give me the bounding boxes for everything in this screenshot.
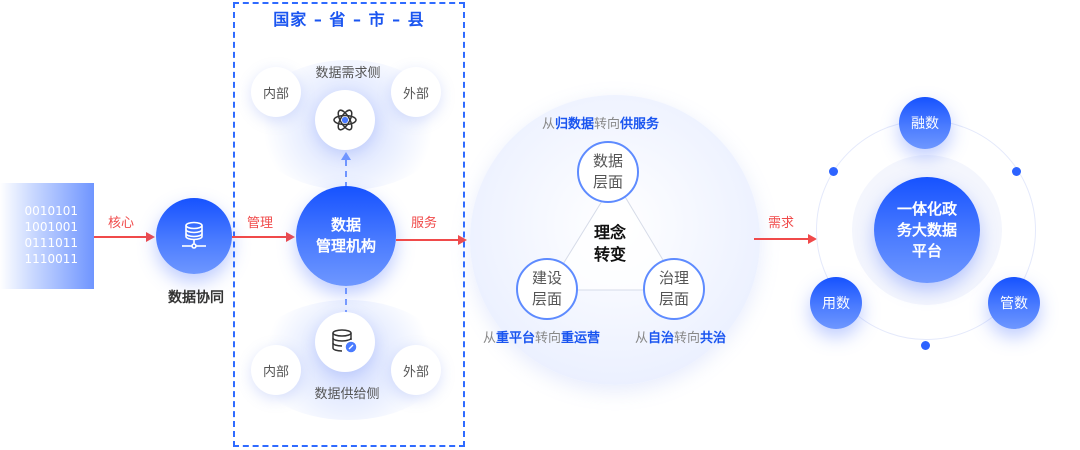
node-line2: 层面 xyxy=(531,290,562,308)
satellite-use: 用数 xyxy=(810,277,862,329)
management-line2: 管理机构 xyxy=(315,237,376,255)
binary-line: 1110011 xyxy=(24,252,78,266)
governance-level-node: 治理 层面 xyxy=(643,258,705,320)
arrow-service-head xyxy=(458,235,467,245)
node-line2: 层面 xyxy=(592,173,623,191)
concept-center-label: 理念 转变 xyxy=(580,222,640,266)
caption-text: 转向 xyxy=(594,117,621,132)
caption-highlight: 重平台 xyxy=(496,331,536,346)
concept-triangle xyxy=(546,179,682,291)
node-line1: 建设 xyxy=(531,269,562,287)
management-line1: 数据 xyxy=(330,216,361,234)
platform-line1: 一体化政 xyxy=(896,199,957,218)
arrow-core-line xyxy=(94,236,146,238)
data-management-node: 数据 管理机构 xyxy=(296,186,396,286)
arrow-manage-head xyxy=(286,232,295,242)
node-line1: 数据 xyxy=(592,152,623,170)
caption-highlight: 自治 xyxy=(648,331,675,346)
database-network-icon xyxy=(182,221,206,249)
supply-side-label: 数据供给侧 xyxy=(314,387,380,402)
demand-outer-node: 外部 xyxy=(391,67,441,117)
caption-highlight: 重运营 xyxy=(561,331,601,346)
arrow-manage-line xyxy=(232,236,286,238)
database-sync-icon xyxy=(332,329,358,354)
satellite-label: 融数 xyxy=(911,116,939,132)
orbit-dot xyxy=(829,167,838,176)
data-collaboration-label: 数据协同 xyxy=(168,290,224,306)
demand-outer-label: 外部 xyxy=(402,86,429,102)
platform-line3: 平台 xyxy=(911,241,942,260)
atom-icon xyxy=(333,109,357,131)
orbit-dot xyxy=(921,341,930,350)
supply-inner-label: 内部 xyxy=(262,364,289,380)
demand-side-label: 数据需求侧 xyxy=(315,66,381,81)
platform-line2: 务大数据 xyxy=(896,220,957,239)
construction-level-node: 建设 层面 xyxy=(516,258,578,320)
demand-inner-label: 内部 xyxy=(262,86,289,102)
binary-data-block: 0010101 1001001 0111011 1110011 xyxy=(0,183,94,289)
arrow-core-head xyxy=(146,232,155,242)
platform-center-node: 一体化政 务大数据 平台 xyxy=(874,177,980,283)
supply-inner-node: 内部 xyxy=(251,345,301,395)
satellite-manage: 管数 xyxy=(988,277,1040,329)
caption-text: 从 xyxy=(483,331,497,346)
top-caption: 从归数据转向供服务 xyxy=(542,113,659,132)
caption-highlight: 归数据 xyxy=(555,117,595,132)
node-line2: 层面 xyxy=(658,290,689,308)
orbit-dot xyxy=(1012,167,1021,176)
admin-levels-title: 国家 – 省 – 市 – 县 xyxy=(273,10,425,29)
data-level-node: 数据 层面 xyxy=(577,141,639,203)
caption-text: 转向 xyxy=(674,331,701,346)
supply-outer-node: 外部 xyxy=(391,345,441,395)
node-line1: 治理 xyxy=(658,269,689,287)
right-caption: 从自治转向共治 xyxy=(635,327,726,346)
arrow-service-label: 服务 xyxy=(411,216,438,231)
demand-arrow-head xyxy=(341,152,351,160)
concept-line2: 转变 xyxy=(593,245,626,264)
arrow-demand-line xyxy=(754,238,808,240)
binary-line: 1001001 xyxy=(24,220,78,234)
arrow-demand-head xyxy=(808,234,817,244)
caption-highlight: 供服务 xyxy=(620,117,660,132)
caption-text: 从 xyxy=(635,331,649,346)
concept-line1: 理念 xyxy=(593,223,626,242)
binary-line: 0111011 xyxy=(24,236,78,250)
left-caption: 从重平台转向重运营 xyxy=(483,327,600,346)
admin-levels-box xyxy=(233,2,465,447)
arrow-service-line xyxy=(396,239,458,241)
caption-highlight: 共治 xyxy=(700,331,727,346)
arrow-core-label: 核心 xyxy=(108,216,135,231)
demand-connector xyxy=(345,160,347,188)
arrow-demand-label: 需求 xyxy=(768,216,795,231)
supply-outer-label: 外部 xyxy=(402,364,429,380)
arrow-manage-label: 管理 xyxy=(247,216,274,231)
caption-text: 转向 xyxy=(535,331,562,346)
satellite-integrate: 融数 xyxy=(899,97,951,149)
satellite-label: 用数 xyxy=(822,296,850,312)
data-collaboration-node xyxy=(156,198,232,274)
supply-connector xyxy=(345,288,347,316)
binary-line: 0010101 xyxy=(24,204,78,218)
demand-inner-node: 内部 xyxy=(251,67,301,117)
demand-icon-node xyxy=(315,90,375,150)
caption-text: 从 xyxy=(542,117,556,132)
satellite-label: 管数 xyxy=(1000,296,1028,312)
supply-icon-node xyxy=(315,312,375,372)
